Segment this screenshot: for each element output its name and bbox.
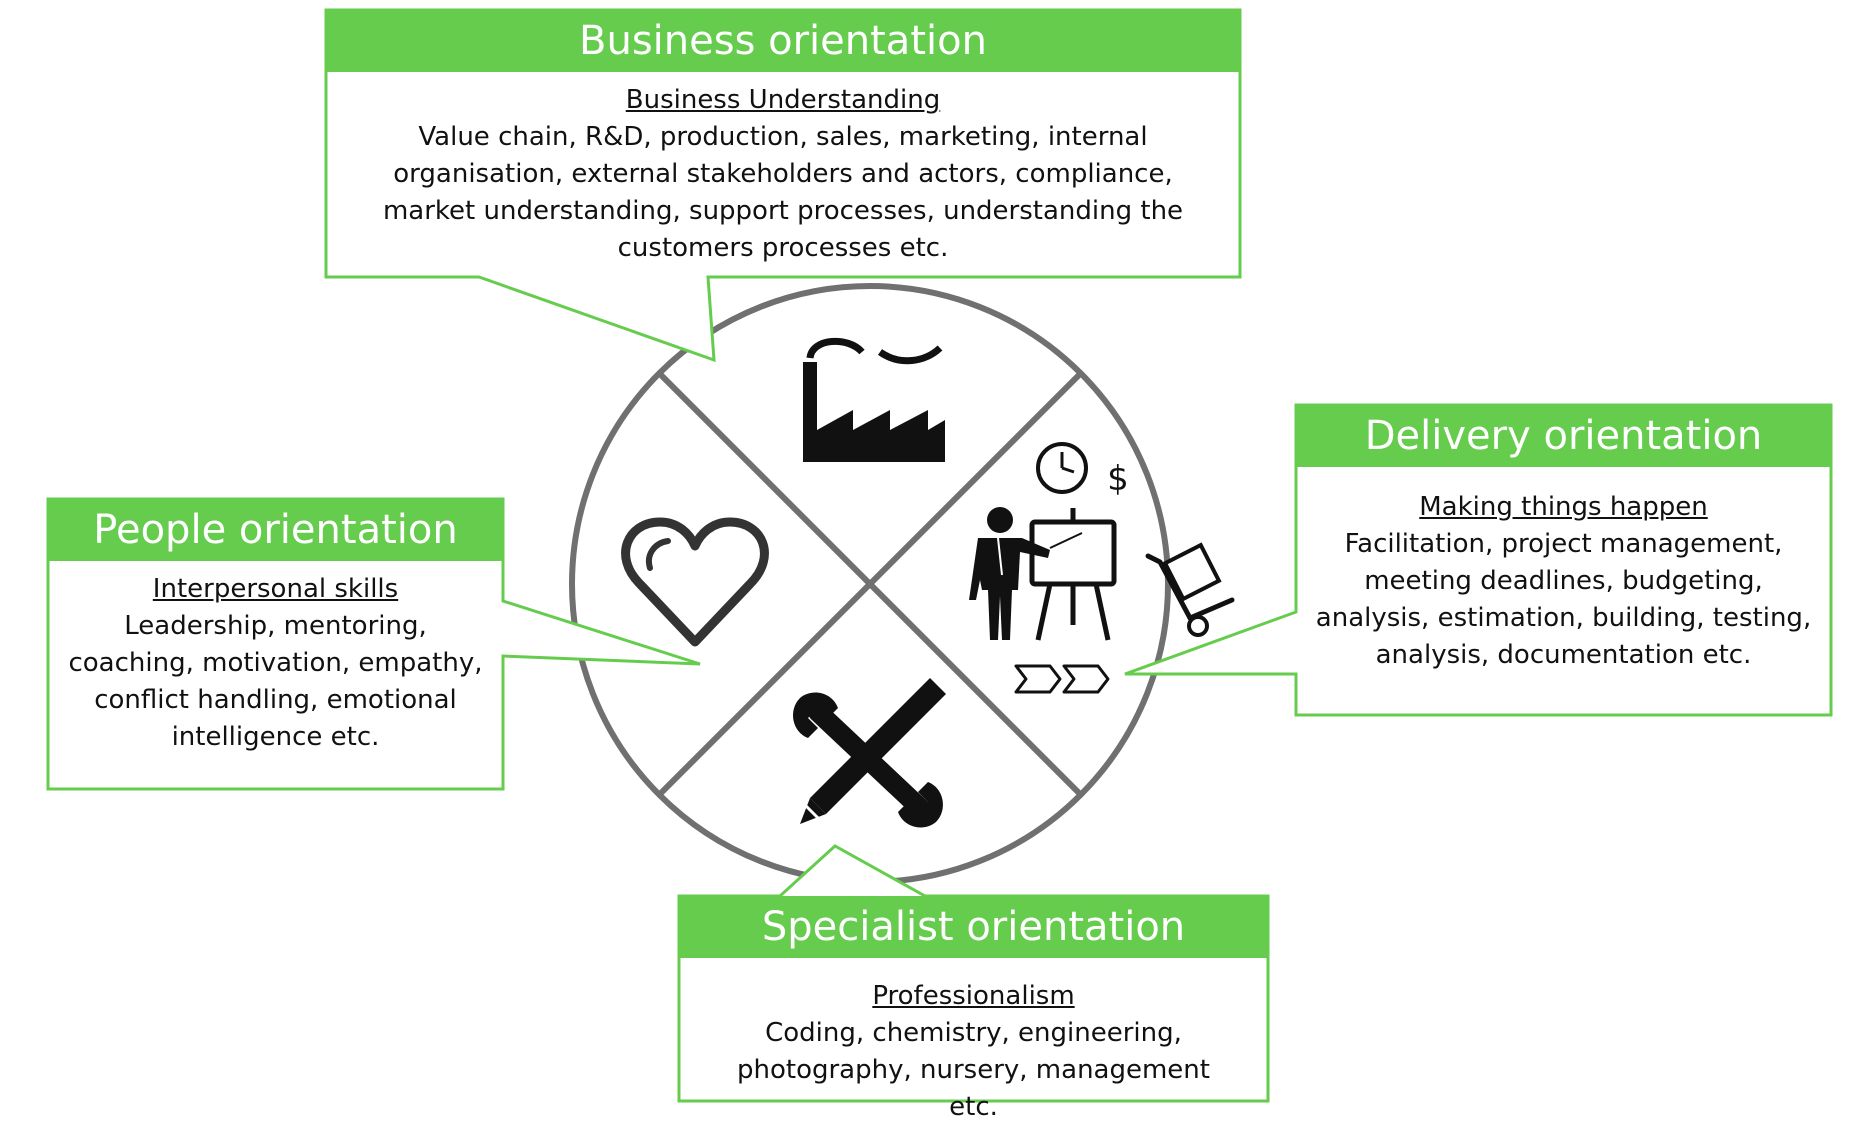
people-callout: People orientation Interpersonal skills … xyxy=(48,499,503,789)
people-title: People orientation xyxy=(93,507,458,553)
delivery-text: Facilitation, project management, meetin… xyxy=(1315,529,1812,670)
specialist-text: Coding, chemistry, engineering, photogra… xyxy=(737,1018,1210,1122)
delivery-callout-header-bg xyxy=(1296,405,1831,467)
business-text: Value chain, R&D, production, sales, mar… xyxy=(382,122,1184,263)
delivery-subtitle: Making things happen xyxy=(1419,492,1708,522)
heart-icon xyxy=(621,517,769,647)
business-callout-header-bg xyxy=(326,10,1240,72)
process-chevrons-icon xyxy=(1014,664,1110,694)
business-callout: Business orientation Business Understand… xyxy=(326,10,1240,277)
people-text: Leadership, mentoring, coaching, motivat… xyxy=(68,611,483,752)
dollar-icon: $ xyxy=(1107,459,1129,499)
people-body: Interpersonal skills Leadership, mentori… xyxy=(48,561,503,756)
business-title: Business orientation xyxy=(579,18,987,64)
specialist-body: Professionalism Coding, chemistry, engin… xyxy=(679,958,1268,1126)
delivery-body: Making things happen Facilitation, proje… xyxy=(1296,467,1831,674)
specialist-title: Specialist orientation xyxy=(761,904,1186,950)
presenter-easel-icon xyxy=(969,507,1117,641)
hand-truck-icon xyxy=(1145,542,1235,637)
people-subtitle: Interpersonal skills xyxy=(152,574,399,604)
business-subtitle: Business Understanding xyxy=(625,85,941,115)
specialist-callout-header-bg xyxy=(679,896,1268,958)
people-callout-header-bg xyxy=(48,499,503,561)
delivery-title: Delivery orientation xyxy=(1364,413,1763,459)
specialist-subtitle: Professionalism xyxy=(872,981,1075,1011)
wrench-pencil-icon xyxy=(793,678,946,828)
delivery-callout: Delivery orientation Making things happe… xyxy=(1296,405,1831,715)
business-body: Business Understanding Value chain, R&D,… xyxy=(326,72,1240,267)
quadrant-divider-2 xyxy=(656,370,1084,798)
clock-icon xyxy=(1036,442,1088,494)
factory-icon xyxy=(803,337,945,462)
specialist-callout: Specialist orientation Professionalism C… xyxy=(679,896,1268,1122)
